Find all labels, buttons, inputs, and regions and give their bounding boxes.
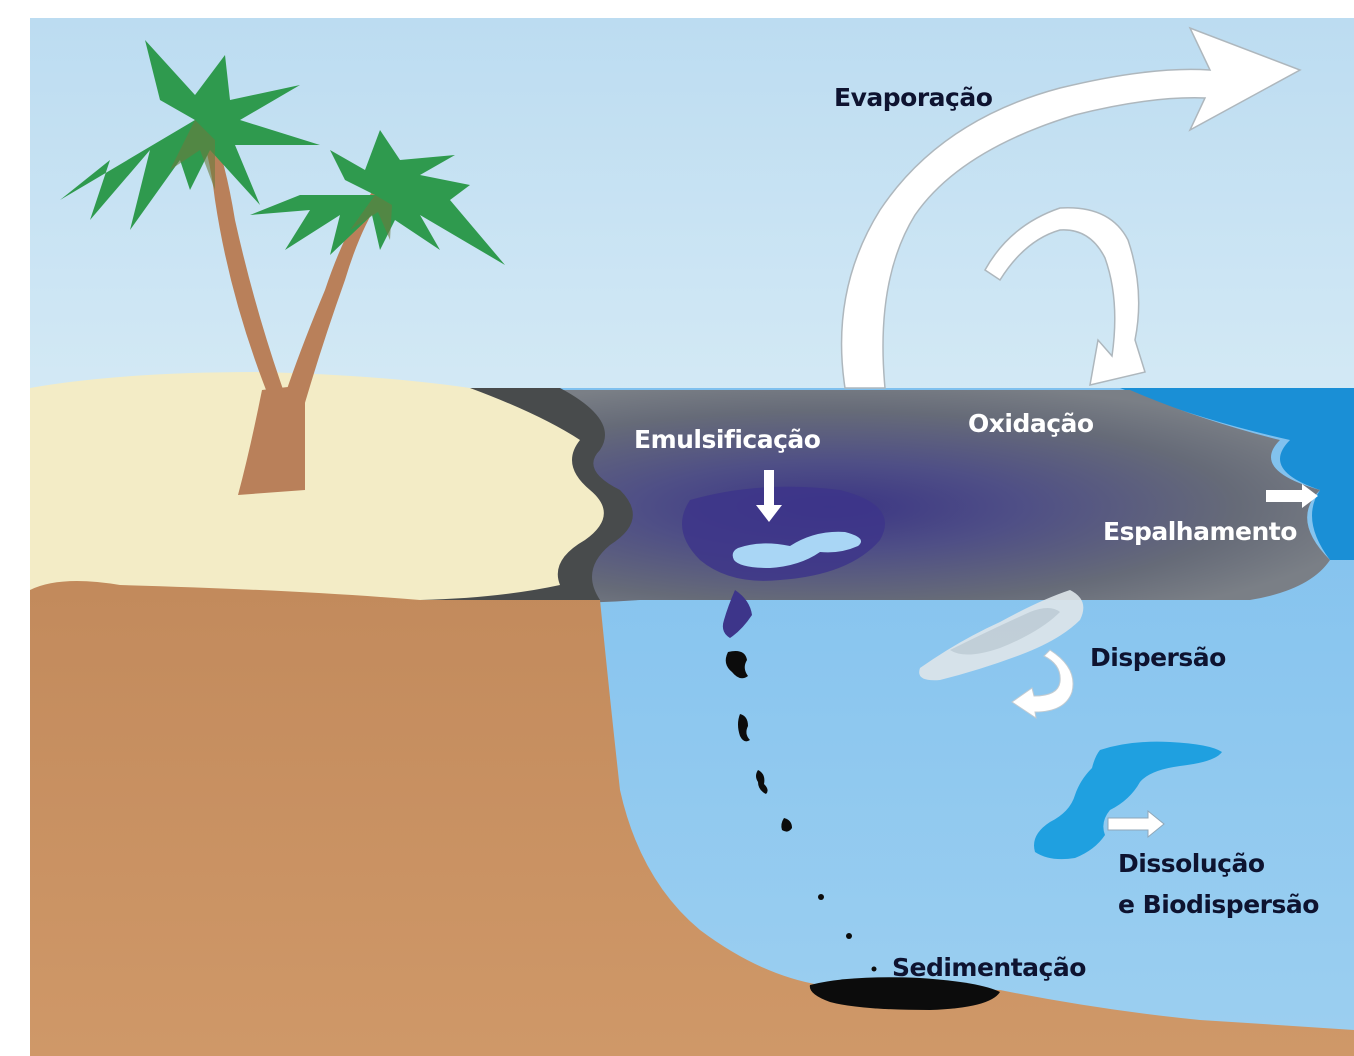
label-oxidation: Oxidação bbox=[968, 409, 1094, 438]
label-evaporation: Evaporação bbox=[834, 83, 993, 112]
oil-droplet bbox=[818, 894, 824, 900]
oil-droplet bbox=[846, 933, 852, 939]
label-dissolution-line1: Dissolução bbox=[1118, 849, 1265, 878]
label-dissolution-line2: e Biodispersão bbox=[1118, 890, 1319, 919]
label-spreading: Espalhamento bbox=[1103, 517, 1297, 546]
oil-droplet bbox=[872, 967, 877, 972]
label-sedimentation: Sedimentação bbox=[892, 953, 1086, 982]
label-emulsification: Emulsificação bbox=[634, 425, 821, 454]
label-dispersion: Dispersão bbox=[1090, 643, 1226, 672]
